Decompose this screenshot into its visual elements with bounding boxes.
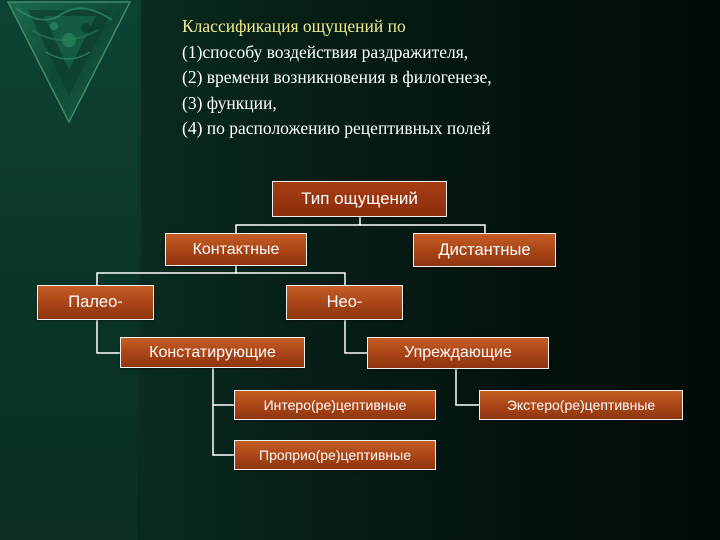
title-block: Классификация ощущений по (1)способу воз… <box>182 14 702 142</box>
connector-contact-paleo <box>96 266 237 285</box>
node-sensation-type: Тип ощущений <box>272 181 447 217</box>
connector-root-contact <box>235 217 361 234</box>
connector-contact-neo <box>236 272 346 285</box>
node-constating: Констатирующие <box>120 337 305 368</box>
connector-root-distant <box>360 224 486 233</box>
node-contact: Контактные <box>165 233 307 266</box>
classification-title: Классификация ощущений по <box>182 16 406 36</box>
connector-constating-proprio <box>212 368 234 456</box>
node-exteroceptive: Экстеро(ре)цептивные <box>479 390 683 420</box>
sidebar-divider <box>138 0 141 540</box>
connector-neo-anticipating <box>344 320 367 354</box>
malachite-triangle-logo <box>6 1 132 124</box>
node-paleo: Палео- <box>37 285 154 320</box>
connector-paleo-constating <box>96 320 120 354</box>
node-distant: Дистантные <box>413 233 556 267</box>
criterion-1: (1)способу воздействия раздражителя, <box>182 41 469 62</box>
criterion-2: (2) времени возникновения в филогенезе, <box>182 67 492 87</box>
criterion-3: (3) функции, <box>182 92 277 113</box>
criterion-4: (4) по расположению рецептивных полей <box>182 118 491 138</box>
node-anticipating: Упреждающие <box>367 337 549 369</box>
node-proprioceptive: Проприо(ре)цептивные <box>234 440 436 470</box>
connector-anticipating-extero <box>455 369 479 406</box>
node-interoceptive: Интеро(ре)цептивные <box>234 390 436 420</box>
node-neo: Нео- <box>286 285 403 320</box>
